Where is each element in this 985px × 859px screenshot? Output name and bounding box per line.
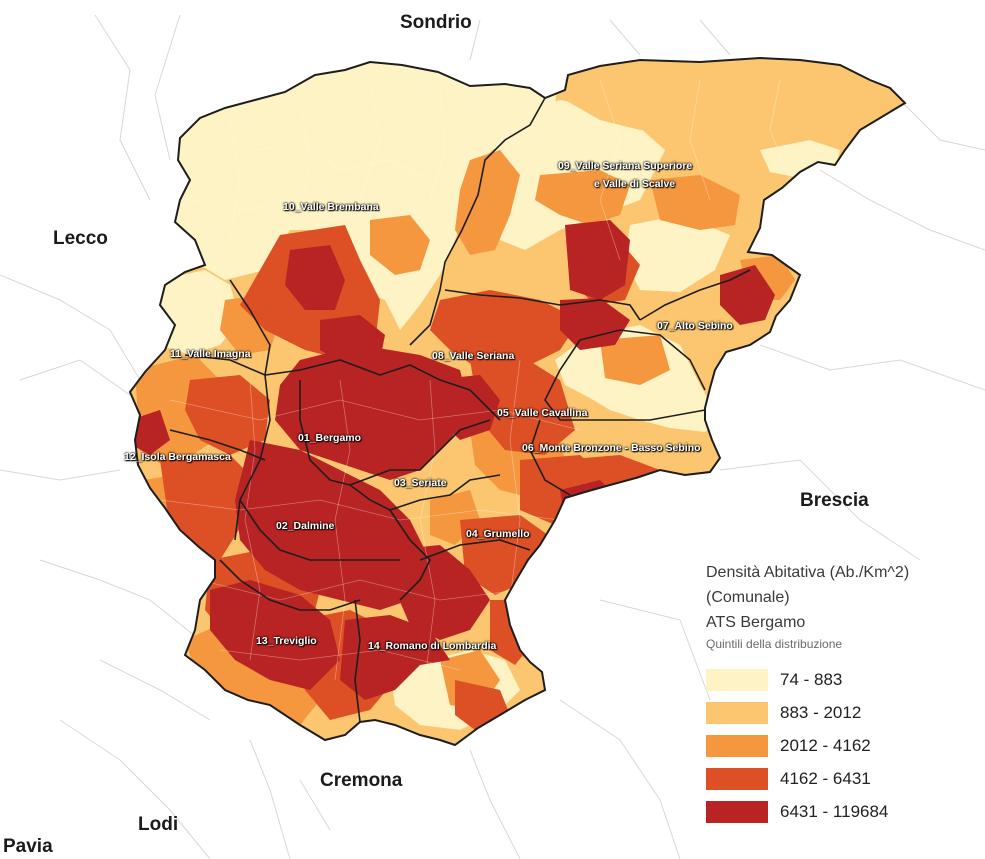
neighbor-boundaries bbox=[0, 14, 985, 859]
label-lecco: Lecco bbox=[53, 228, 108, 249]
label-brescia: Brescia bbox=[800, 490, 869, 511]
municipality-lines bbox=[159, 79, 791, 681]
district-label-d11: 11_Valle Imagna bbox=[170, 348, 251, 360]
label-cremona: Cremona bbox=[320, 770, 403, 791]
district-label-d01: 01_Bergamo bbox=[298, 432, 362, 444]
legend-item: 883 - 2012 bbox=[706, 696, 981, 729]
district-label-d10: 10_Valle Brembana bbox=[283, 201, 379, 213]
legend-item: 74 - 883 bbox=[706, 663, 981, 696]
district-label-d12: 12_Isola Bergamasca bbox=[124, 451, 231, 463]
district-label-d07: 07_Alto Sebino bbox=[657, 320, 733, 332]
label-lodi: Lodi bbox=[138, 814, 179, 835]
legend-swatch bbox=[706, 734, 768, 757]
legend-label: 2012 - 4162 bbox=[780, 735, 871, 755]
legend-swatch bbox=[706, 800, 768, 823]
district-label-d06: 06_Monte Bronzone - Basso Sebino bbox=[522, 442, 701, 454]
map-legend: Densità Abitativa (Ab./Km^2) (Comunale) … bbox=[706, 560, 981, 828]
legend-item: 2012 - 4162 bbox=[706, 729, 981, 762]
district-label-d05: 05_Valle Cavallina bbox=[497, 407, 588, 419]
legend-title-line2: (Comunale) bbox=[706, 589, 790, 606]
legend-label: 6431 - 119684 bbox=[780, 801, 889, 821]
legend-swatch bbox=[706, 701, 768, 724]
district-label-d03: 03_Seriate bbox=[394, 477, 447, 489]
district-borders bbox=[169, 97, 751, 723]
district-label-d13: 13_Treviglio bbox=[256, 635, 317, 647]
district-label-d08: 08_Valle Seriana bbox=[432, 350, 515, 362]
legend-item: 6431 - 119684 bbox=[706, 795, 981, 828]
legend-label: 74 - 883 bbox=[780, 669, 843, 689]
legend-label: 883 - 2012 bbox=[780, 702, 862, 722]
label-pavia: Pavia bbox=[3, 836, 53, 857]
legend-item: 4162 - 6431 bbox=[706, 762, 981, 795]
province-border bbox=[128, 56, 907, 747]
legend-subtitle: Quintili della distribuzione bbox=[706, 637, 843, 651]
legend-classes: 74 - 883 883 - 2012 2012 - 4162 4162 - 6431… bbox=[706, 663, 981, 828]
district-label-d02: 02_Dalmine bbox=[276, 520, 335, 532]
district-label-d09a: 09_Valle Seriana Superiore bbox=[558, 160, 693, 172]
legend-title-line3: ATS Bergamo bbox=[706, 614, 806, 631]
legend-swatch bbox=[706, 668, 768, 691]
legend-title: Densità Abitativa (Ab./Km^2) bbox=[706, 564, 910, 581]
legend-swatch bbox=[706, 767, 768, 790]
district-label-d09b: e Valle di Scalve bbox=[594, 178, 676, 190]
district-label-d04: 04_Grumello bbox=[466, 528, 530, 540]
district-label-d14: 14_Romano di Lombardia bbox=[368, 640, 497, 652]
label-sondrio: Sondrio bbox=[400, 12, 472, 33]
legend-label: 4162 - 6431 bbox=[780, 768, 871, 788]
